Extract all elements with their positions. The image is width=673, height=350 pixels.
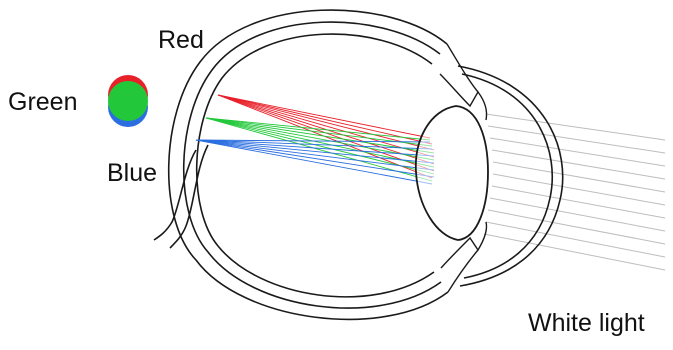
label-white-light: White light	[528, 309, 645, 337]
sclera-inner	[184, 22, 441, 308]
label-blue: Blue	[107, 159, 157, 187]
eyeball	[169, 10, 448, 319]
optic-nerve	[154, 145, 208, 248]
label-red: Red	[158, 26, 204, 54]
iris-top	[478, 92, 487, 120]
iris-bottom	[478, 222, 487, 250]
overlapping-color-circles-icon	[108, 75, 148, 127]
lens	[416, 106, 488, 240]
sclera-outer	[169, 10, 448, 319]
label-green: Green	[8, 88, 77, 116]
white-light-rays	[484, 114, 665, 270]
